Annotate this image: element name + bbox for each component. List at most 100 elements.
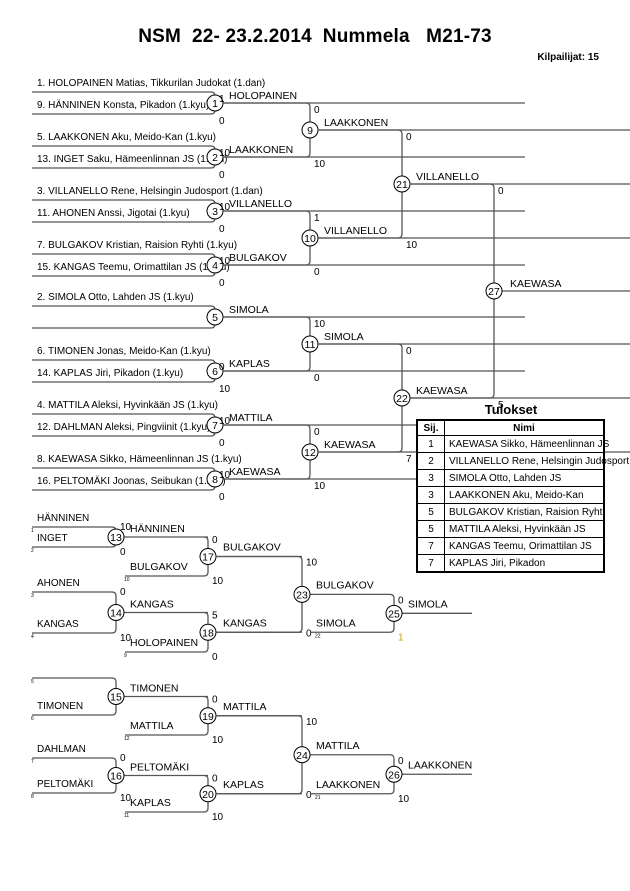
match-number: 4 (212, 260, 218, 272)
match-number: 19 (202, 711, 214, 723)
winner-name: KAEWASA (416, 385, 468, 397)
seed-number: 11 (124, 813, 129, 819)
page-title: NSM 22- 23.2.2014 Nummela M21-73 (138, 26, 492, 47)
match-circle (293, 746, 311, 764)
results-name: VILLANELLO Rene, Helsingin Judosport (444, 452, 629, 470)
entrant-name: 12. DAHLMAN Aleksi, Pingviinit (1.kyu) (37, 422, 210, 433)
match-number: 16 (110, 771, 122, 783)
repechage-entrant: PELTOMÄKI (37, 778, 93, 790)
score-top: 1 (314, 213, 320, 224)
seed-number: 7 (31, 759, 34, 765)
winner-name: TIMONEN (130, 683, 178, 695)
match-number: 22 (396, 393, 408, 405)
seed-number: 22 (315, 633, 321, 639)
score-top: 10 (120, 522, 132, 533)
results-name: LAAKKONEN Aku, Meido-Kan (444, 486, 605, 504)
score-top: 0 (212, 695, 218, 706)
winner-name: VILLANELLO (324, 225, 387, 237)
winner-name: KAEWASA (324, 439, 376, 451)
entrant-name: 2. SIMOLA Otto, Lahden JS (1.kyu) (37, 292, 194, 303)
score-top: 10 (219, 470, 231, 481)
results-header-row: Sij. Nimi (416, 419, 605, 436)
score-bottom: 0 (120, 547, 126, 558)
match-number: 11 (305, 339, 316, 351)
match-number: 8 (212, 474, 218, 486)
seed-number: 12 (124, 736, 130, 742)
score-top: 0 (314, 427, 320, 438)
rank-header: Sij. (416, 419, 445, 436)
match-number: 23 (296, 589, 308, 601)
score-bottom: 7 (406, 454, 412, 465)
match-circle (485, 282, 503, 300)
score-top: 0 (314, 105, 320, 116)
winner-name: BULGAKOV (316, 579, 374, 591)
repechage-entrant: AHONEN (37, 578, 80, 589)
score-top: 0 (406, 132, 412, 143)
repechage-entrant: INGET (37, 533, 68, 544)
score-top: 10 (306, 717, 318, 728)
score-top: 10 (219, 148, 231, 159)
score-top: 0 (219, 362, 225, 373)
seed-number: 9 (124, 653, 127, 659)
entrant-name: 1. HOLOPAINEN Matias, Tikkurilan Judokat… (37, 78, 265, 89)
competitor-count: Kilpailijat: 15 (537, 52, 599, 63)
match-number: 20 (202, 789, 214, 801)
drop-in-name: HOLOPAINEN (130, 637, 198, 649)
winner-name: LAAKKONEN (408, 759, 472, 771)
match-number: 9 (307, 125, 313, 137)
winner-name: KAEWASA (229, 466, 281, 478)
score-bottom: 0 (219, 438, 225, 449)
score-bottom: 0 (306, 790, 312, 801)
seed-number: 5 (31, 679, 34, 685)
score-bottom: 0 (219, 492, 225, 503)
score-bottom: 10 (120, 793, 132, 804)
score-top: 10 (219, 416, 231, 427)
score-top: 10 (219, 256, 231, 267)
seed-number: 1 (31, 528, 34, 534)
score-bottom: 1 (398, 632, 404, 643)
match-number: 21 (396, 179, 408, 191)
results-name: KAPLAS Jiri, Pikadon (444, 554, 605, 573)
score-bottom: 10 (212, 812, 224, 823)
entrant-name: 9. HÄNNINEN Konsta, Pikadon (1.kyu) (37, 99, 209, 111)
match-circle (385, 604, 403, 622)
repechage-entrant: DAHLMAN (37, 744, 86, 755)
winner-name: LAAKKONEN (229, 144, 293, 156)
seed-number: 4 (31, 634, 34, 640)
results-name: KAEWASA Sikko, Hämeenlinnan JS (444, 435, 609, 453)
seed-number: 3 (31, 593, 34, 599)
entrant-name: 14. KAPLAS Jiri, Pikadon (1.kyu) (37, 368, 183, 379)
winner-name: SIMOLA (229, 304, 269, 316)
score-bottom: 10 (314, 481, 326, 492)
score-top: 0 (398, 756, 404, 767)
score-bottom: 10 (120, 633, 132, 644)
match-number: 27 (488, 286, 500, 298)
name-header: Nimi (444, 419, 605, 436)
score-top: 0 (212, 535, 218, 546)
winner-name: BULGAKOV (229, 252, 287, 264)
results-rank: 7 (416, 554, 445, 573)
winner-name: MATTILA (223, 701, 267, 713)
match-number: 3 (212, 206, 218, 218)
entrant-name: 4. MATTILA Aleksi, Hyvinkään JS (1.kyu) (37, 400, 218, 411)
seed-number: 2 (31, 548, 34, 554)
winner-name: LAAKKONEN (324, 117, 388, 129)
match-circle (107, 528, 125, 546)
score-bottom: 0 (314, 267, 320, 278)
winner-name: BULGAKOV (223, 542, 281, 554)
match-number: 26 (388, 769, 400, 781)
results-rank: 5 (416, 503, 445, 521)
results-rank: 1 (416, 435, 445, 453)
winner-name: KAPLAS (229, 358, 270, 370)
match-number: 10 (304, 233, 316, 245)
score-bottom: 0 (306, 628, 312, 639)
winner-name: VILLANELLO (229, 198, 292, 210)
match-number: 17 (202, 552, 214, 564)
results-title: Tulokset (484, 402, 538, 417)
match-number: 7 (212, 420, 218, 432)
score-bottom: 10 (398, 794, 410, 805)
seed-number: 6 (31, 716, 34, 722)
